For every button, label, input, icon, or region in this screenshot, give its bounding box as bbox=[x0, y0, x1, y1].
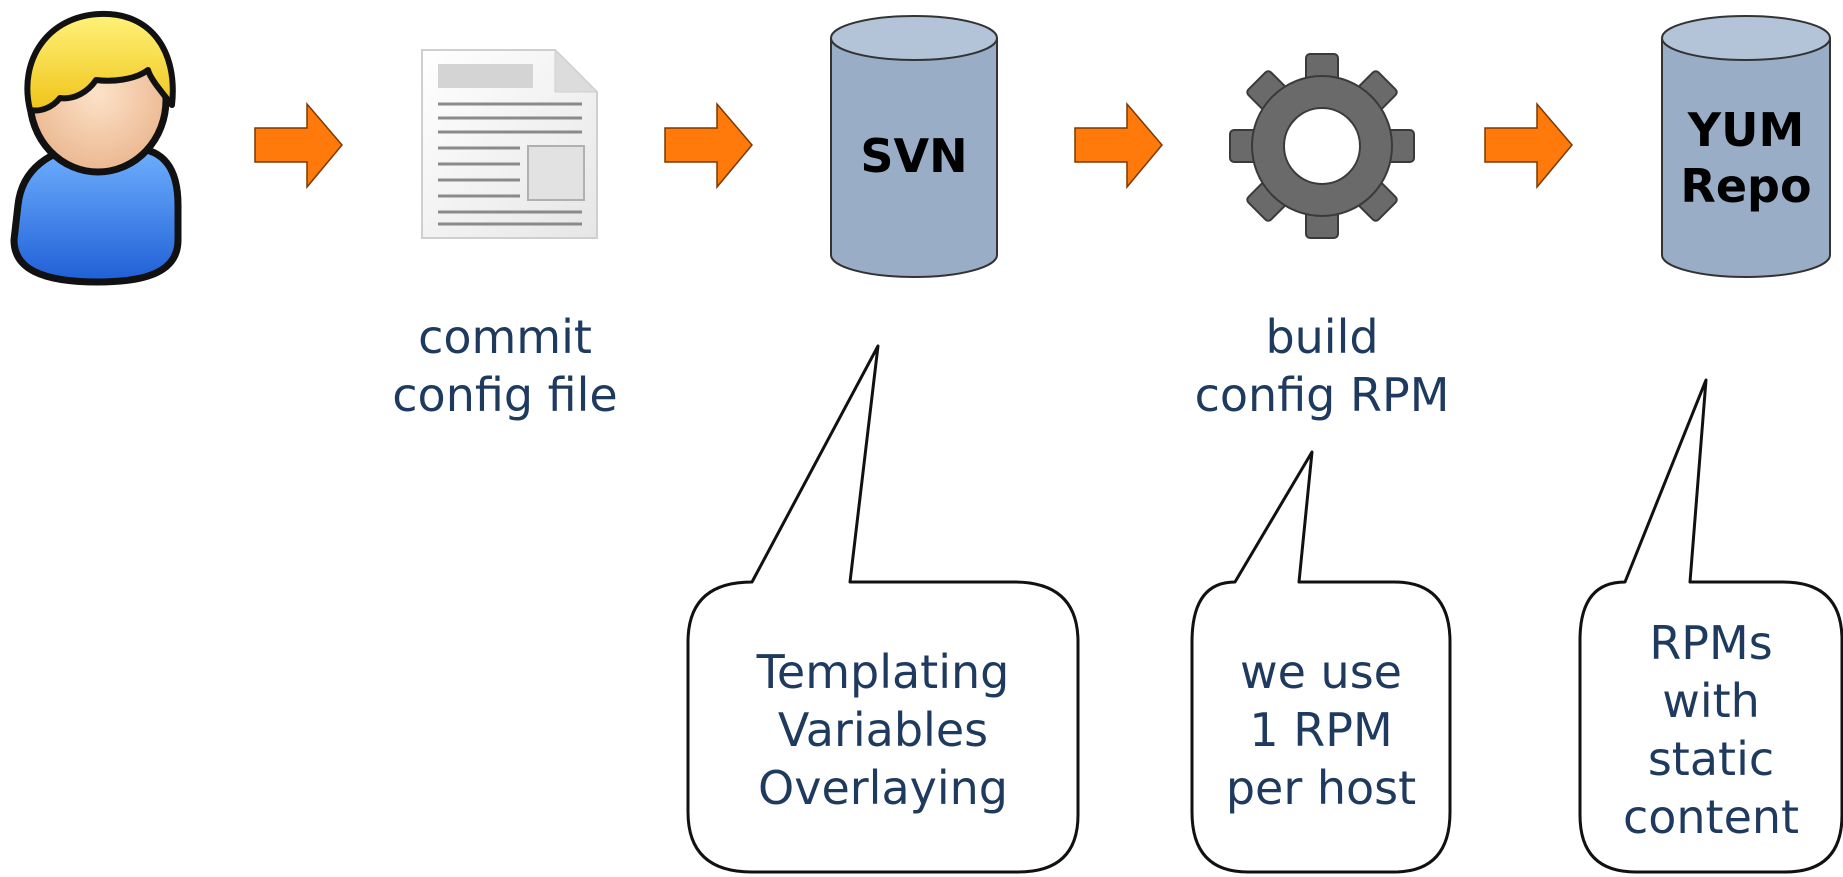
arrow-right-icon bbox=[664, 101, 753, 190]
gear-icon bbox=[1229, 53, 1415, 239]
arrow-right-icon bbox=[1484, 101, 1573, 190]
database-icon bbox=[1661, 15, 1831, 278]
build-caption-line2: config RPM bbox=[1194, 368, 1450, 422]
svn-label-text: SVN bbox=[860, 129, 968, 183]
arrow-right-icon bbox=[1074, 101, 1163, 190]
database-icon bbox=[830, 15, 998, 278]
callout-build-line1: we use bbox=[1240, 645, 1402, 699]
commit-caption: commit config file bbox=[370, 308, 640, 424]
document-icon bbox=[421, 48, 599, 239]
callout-build-line3: per host bbox=[1225, 761, 1417, 815]
arrow-right-icon bbox=[254, 101, 343, 190]
callout-build bbox=[1190, 450, 1452, 874]
yum-label-line2: Repo bbox=[1680, 159, 1812, 213]
svn-label: SVN bbox=[831, 128, 997, 184]
callout-build-text: we use 1 RPM per host bbox=[1192, 640, 1450, 820]
callout-svn bbox=[686, 344, 1080, 874]
callout-yum-line1: RPMs bbox=[1649, 616, 1773, 670]
commit-caption-line2: config file bbox=[392, 368, 618, 422]
callout-build-line2: 1 RPM bbox=[1249, 703, 1393, 757]
callout-svn-text: Templating Variables Overlaying bbox=[688, 640, 1078, 820]
commit-caption-line1: commit bbox=[418, 310, 592, 364]
user-icon bbox=[10, 10, 182, 286]
callout-yum-line3: static bbox=[1647, 732, 1775, 786]
build-caption-line1: build bbox=[1265, 310, 1379, 364]
yum-repo-label: YUM Repo bbox=[1662, 102, 1830, 214]
callout-yum-text: RPMs with static content bbox=[1580, 612, 1842, 848]
callout-yum bbox=[1578, 378, 1843, 874]
build-caption: build config RPM bbox=[1180, 308, 1464, 424]
callout-svn-line2: Variables bbox=[777, 703, 989, 757]
callout-svn-line1: Templating bbox=[756, 645, 1010, 699]
callout-svn-line3: Overlaying bbox=[758, 761, 1008, 815]
yum-label-line1: YUM bbox=[1687, 103, 1805, 157]
callout-yum-line2: with bbox=[1662, 674, 1760, 728]
callout-yum-line4: content bbox=[1622, 790, 1800, 844]
